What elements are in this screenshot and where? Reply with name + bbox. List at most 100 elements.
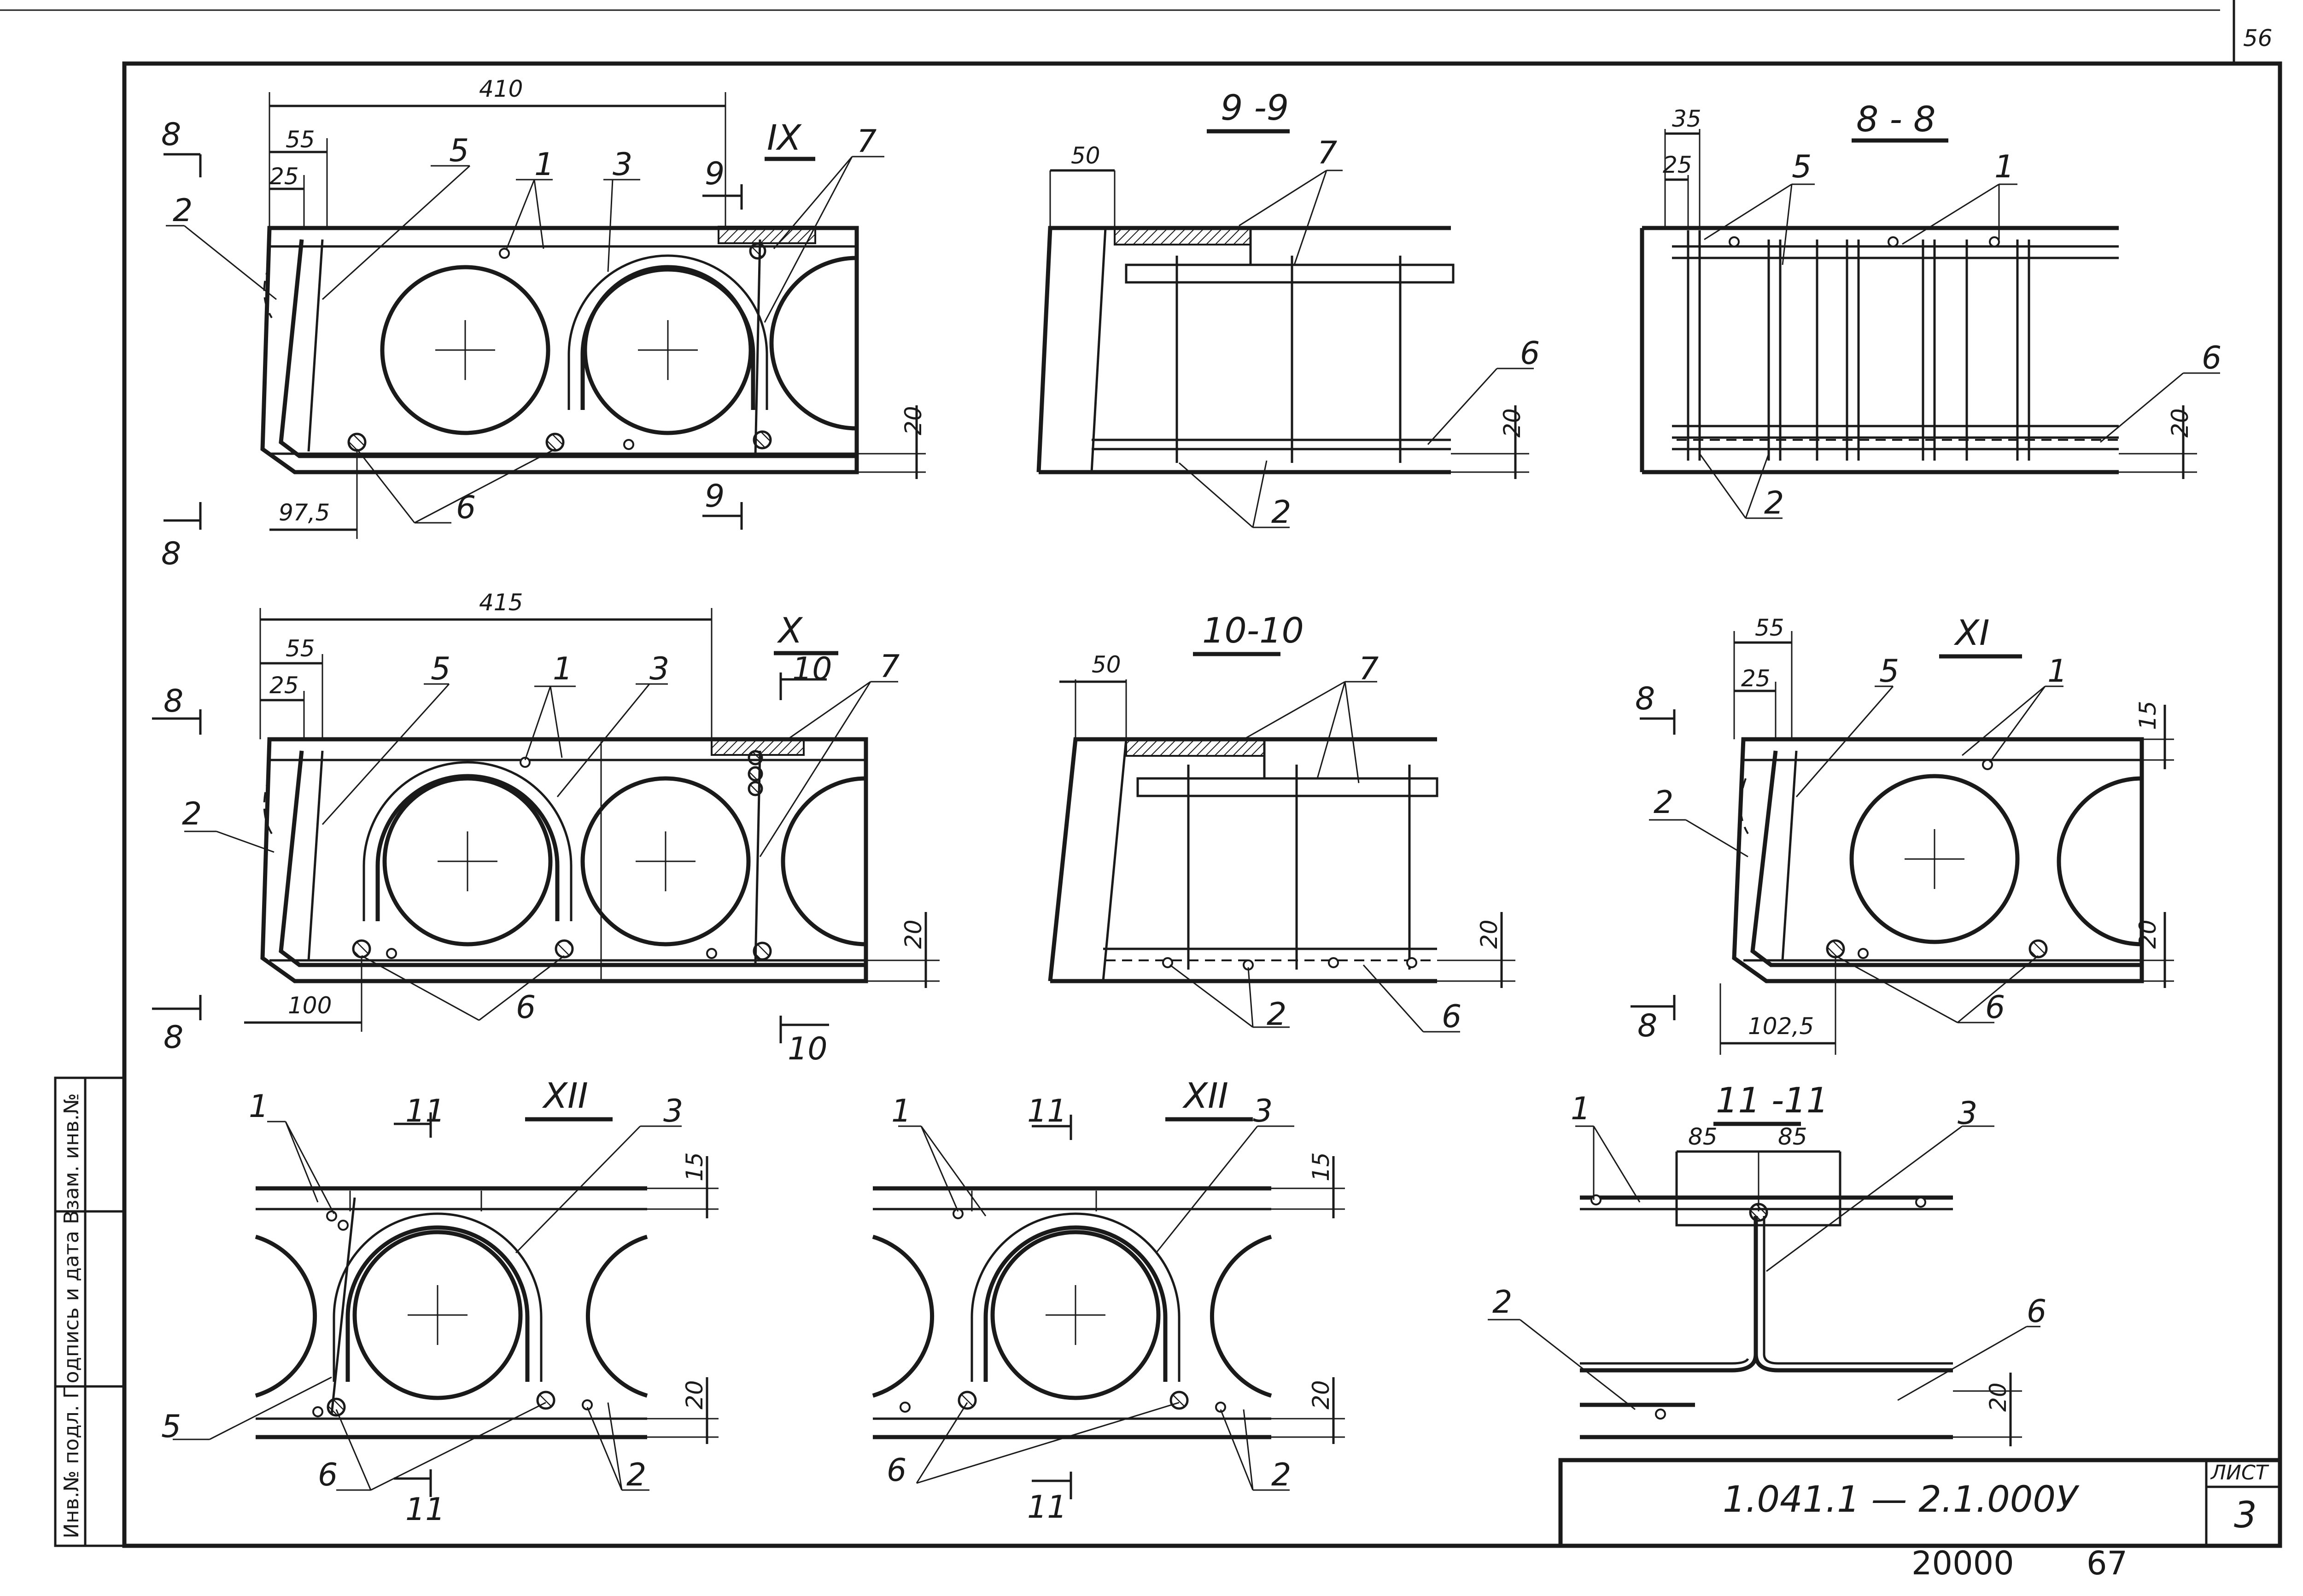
sheet-number: 3 xyxy=(2234,1495,2257,1536)
xii-a-callout-3: 3 xyxy=(663,1093,683,1129)
s1111-callout-3: 3 xyxy=(1958,1095,1977,1132)
xi-callout-6: 6 xyxy=(1985,989,2005,1026)
xii-a-dim-15: 15 xyxy=(681,1152,708,1181)
view-title-10-10: 10-10 xyxy=(1202,610,1304,651)
x-callout-7: 7 xyxy=(880,649,900,685)
x-callout-2: 2 xyxy=(182,796,202,832)
section-8-8 xyxy=(1640,129,2220,519)
view-title-x: X xyxy=(777,610,803,651)
s88-callout-6: 6 xyxy=(2202,340,2221,376)
xii-a-callout-2: 2 xyxy=(626,1457,646,1493)
xi-callout-1: 1 xyxy=(2047,653,2067,690)
xi-callout-5: 5 xyxy=(1879,653,1899,690)
ix-dim-20: 20 xyxy=(900,406,927,435)
ix-cut-9-bottom: 9 xyxy=(705,478,725,514)
xii-a-cut-11-top: 11 xyxy=(405,1093,445,1129)
ix-callout-1: 1 xyxy=(534,146,554,183)
ix-callout-3: 3 xyxy=(613,146,632,183)
x-callout-5: 5 xyxy=(431,651,450,687)
x-cut-10-top: 10 xyxy=(792,651,832,687)
xii-b-callout-1: 1 xyxy=(891,1093,911,1129)
view-title-xii-a: XII xyxy=(542,1075,588,1116)
xi-callout-2: 2 xyxy=(1654,784,1673,821)
view-x xyxy=(152,608,940,1043)
s1010-dim-20: 20 xyxy=(1476,919,1502,949)
xi-cut-8-top: 8 xyxy=(1635,681,1655,717)
xi-dim-102-5: 102,5 xyxy=(1748,1013,1814,1040)
view-xi xyxy=(1631,631,2174,1055)
s1010-callout-2: 2 xyxy=(1267,996,1286,1033)
x-dim-100: 100 xyxy=(288,992,332,1019)
x-callout-3: 3 xyxy=(649,651,669,687)
s88-callout-2: 2 xyxy=(1764,485,1784,521)
corner-number: 56 xyxy=(2243,25,2273,52)
x-callout-1: 1 xyxy=(553,651,573,687)
s88-dim-25: 25 xyxy=(1663,152,1692,178)
s99-callout-6: 6 xyxy=(1520,335,1540,372)
ix-callout-2: 2 xyxy=(173,193,193,229)
xii-b-dim-15: 15 xyxy=(1308,1152,1334,1181)
s88-dim-35: 35 xyxy=(1672,105,1701,132)
footer-left-number: 20000 xyxy=(1911,1544,2014,1582)
s1010-dim-50: 50 xyxy=(1092,651,1121,678)
ix-dim-97-5: 97,5 xyxy=(279,499,330,526)
xii-b-callout-2: 2 xyxy=(1271,1457,1291,1493)
section-11-11 xyxy=(1488,1125,2040,1446)
ix-dim-overall: 410 xyxy=(479,76,523,102)
xii-a-dim-20: 20 xyxy=(681,1380,708,1409)
sheet-frame xyxy=(0,0,2282,1548)
xii-a-callout-6: 6 xyxy=(318,1457,338,1493)
ix-callout-6: 6 xyxy=(456,490,476,526)
s99-dim-50: 50 xyxy=(1071,142,1100,169)
s1111-callout-1: 1 xyxy=(1571,1091,1590,1127)
ix-cut-8-bottom: 8 xyxy=(161,536,181,572)
side-stamp: Инв.№ подл. Подпись и дата Взам. инв.№ xyxy=(54,1076,126,1547)
footer-right-number: 67 xyxy=(2087,1544,2128,1582)
x-dim-overall: 415 xyxy=(479,589,523,616)
view-xii-b xyxy=(872,1115,1345,1499)
xii-b-cut-11-bottom: 11 xyxy=(1027,1489,1067,1526)
xii-b-callout-3: 3 xyxy=(1253,1093,1273,1129)
x-cut-8-top: 8 xyxy=(164,683,183,719)
ix-dim-55: 55 xyxy=(286,126,315,153)
sheet-label: ЛИСТ xyxy=(2210,1461,2269,1485)
xi-dim-20: 20 xyxy=(2134,919,2161,949)
designation: 1.041.1 — 2.1.000У xyxy=(1723,1479,2080,1520)
s88-dim-20: 20 xyxy=(2167,408,2193,438)
xii-b-cut-11-top: 11 xyxy=(1027,1093,1067,1129)
xii-a-cut-11-bottom: 11 xyxy=(405,1491,445,1528)
xi-dim-55: 55 xyxy=(1755,614,1784,641)
view-title-11-11: 11 -11 xyxy=(1716,1080,1829,1121)
s1111-callout-2: 2 xyxy=(1492,1284,1512,1321)
view-ix xyxy=(164,92,926,539)
ix-callout-5: 5 xyxy=(449,133,469,169)
view-title-xi: XI xyxy=(1953,612,1989,653)
s88-callout-5: 5 xyxy=(1792,149,1812,185)
s1010-callout-6: 6 xyxy=(1442,999,1461,1035)
xii-b-dim-20: 20 xyxy=(1308,1380,1334,1409)
ix-dim-25: 25 xyxy=(269,163,299,190)
xii-a-callout-1: 1 xyxy=(249,1088,269,1125)
section-10-10 xyxy=(1048,679,1515,1033)
view-xii-a xyxy=(173,1112,719,1497)
x-dim-55: 55 xyxy=(286,635,315,662)
title-block xyxy=(1558,1458,2282,1548)
view-title-9-9: 9 -9 xyxy=(1221,87,1289,128)
xi-dim-25: 25 xyxy=(1741,665,1771,692)
ix-callout-7: 7 xyxy=(857,123,877,160)
s1111-dim-20: 20 xyxy=(1985,1382,2011,1412)
side-stamp-text: Инв.№ подл. Подпись и дата Взам. инв.№ xyxy=(60,1093,83,1538)
x-cut-10-bottom: 10 xyxy=(788,1031,828,1067)
ix-cut-8-top: 8 xyxy=(161,117,181,153)
x-callout-6: 6 xyxy=(516,989,536,1026)
xii-b-callout-6: 6 xyxy=(887,1452,906,1489)
x-cut-8-bottom: 8 xyxy=(164,1019,183,1056)
s1010-callout-7: 7 xyxy=(1359,651,1379,687)
xii-a-callout-5: 5 xyxy=(161,1409,181,1445)
view-title-8-8: 8 - 8 xyxy=(1856,99,1935,140)
view-title-xii-b: XII xyxy=(1182,1075,1228,1116)
xi-dim-15: 15 xyxy=(2134,701,2161,730)
x-dim-20: 20 xyxy=(900,919,927,949)
